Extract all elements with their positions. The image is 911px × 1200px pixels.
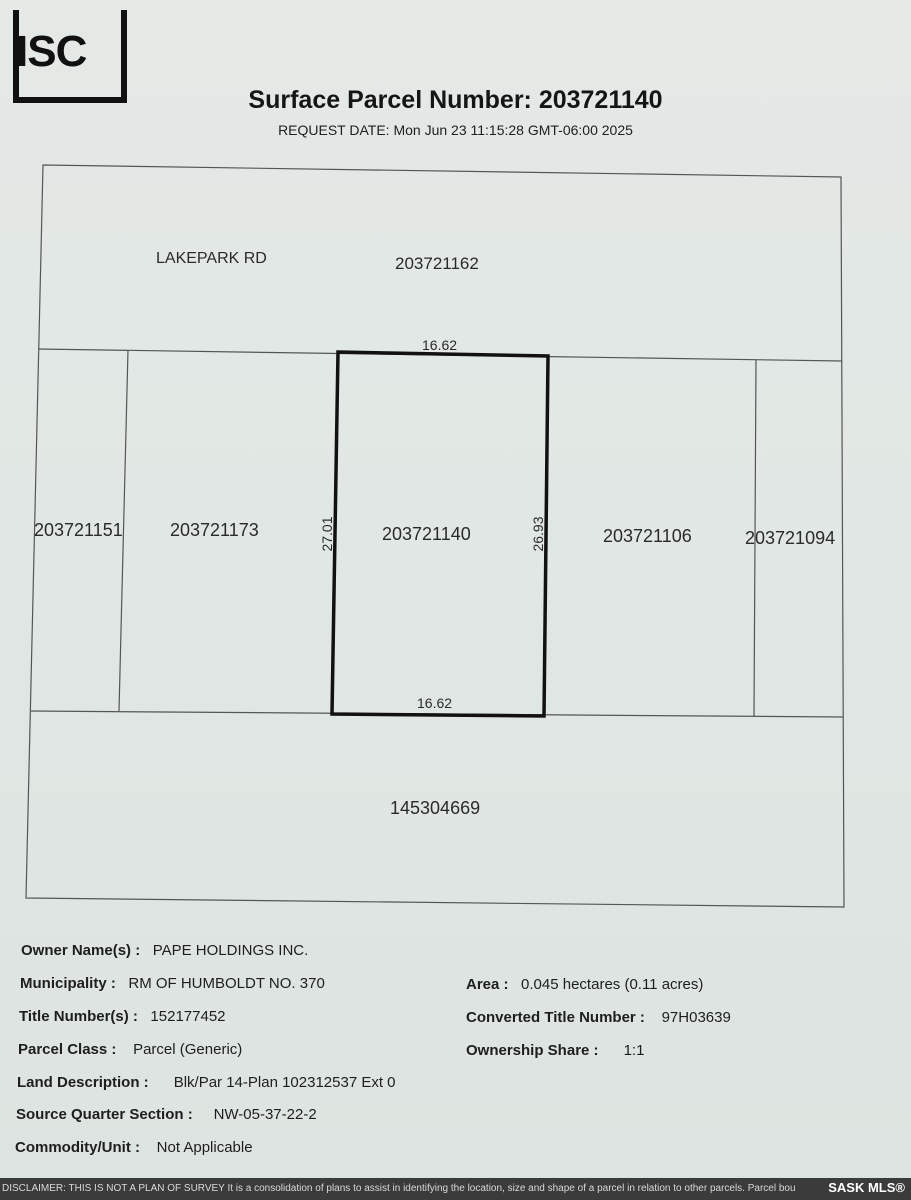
disclaimer-bar: DISCLAIMER: THIS IS NOT A PLAN OF SURVEY… [0,1178,911,1200]
title-number-value: 152177452 [150,1008,226,1025]
converted-title-label: Converted Title Number : [466,1009,645,1026]
municipality-row: Municipality : RM OF HUMBOLDT NO. 370 [20,975,325,992]
source-quarter-value: NW-05-37-22-2 [213,1106,317,1123]
title-number-label: Title Number(s) : [19,1008,138,1025]
parcel-north: 203721162 [395,254,479,273]
ownership-value: 1:1 [623,1042,645,1059]
area-row: Area : 0.045 hectares (0.11 acres) [466,976,703,993]
parcel-east: 203721106 [603,526,692,546]
ownership-row: Ownership Share : 1:1 [466,1042,644,1059]
municipality-value: RM OF HUMBOLDT NO. 370 [128,975,325,992]
logo-text: ISC [16,27,87,76]
dimension-left: 27.01 [319,516,335,552]
parcel-far-west: 203721151 [34,520,123,540]
isc-logo [12,4,128,103]
map-frame [25,164,845,908]
parcel-south: 145304669 [390,798,481,818]
parcel-west: 203721173 [170,520,259,540]
road-label: LAKEPARK RD [156,250,267,267]
land-description-value: Blk/Par 14-Plan 102312537 Ext 0 [173,1074,396,1091]
converted-title-row: Converted Title Number : 97H03639 [466,1009,731,1026]
owner-value: PAPE HOLDINGS INC. [152,942,309,959]
parcel-class-label: Parcel Class : [18,1041,117,1058]
land-description-row: Land Description : Blk/Par 14-Plan 10231… [17,1074,396,1091]
title-number-row: Title Number(s) : 152177452 [19,1008,226,1025]
lot-divider-2 [753,359,757,717]
mls-watermark: SASK MLS® [828,1180,905,1195]
commodity-label: Commodity/Unit : [15,1139,140,1156]
owner-row: Owner Name(s) : PAPE HOLDINGS INC. [21,942,308,959]
subject-parcel-outline [330,350,550,718]
source-quarter-row: Source Quarter Section : NW-05-37-22-2 [16,1106,317,1123]
page-title: Surface Parcel Number: 203721140 [248,86,663,114]
dimension-right: 26.93 [530,516,546,552]
area-label: Area : [466,976,509,993]
municipality-label: Municipality : [20,975,116,992]
parcel-far-east: 203721094 [745,528,836,548]
parcel-subject[interactable]: 203721140 [382,524,471,544]
parcel-class-row: Parcel Class : Parcel (Generic) [18,1041,242,1058]
dimension-top: 16.62 [422,337,458,353]
commodity-value: Not Applicable [156,1139,253,1156]
converted-title-value: 97H03639 [661,1009,731,1026]
owner-label: Owner Name(s) : [21,942,141,959]
land-description-label: Land Description : [17,1074,149,1091]
ownership-label: Ownership Share : [466,1042,599,1059]
area-value: 0.045 hectares (0.11 acres) [521,976,704,993]
source-quarter-label: Source Quarter Section : [16,1106,193,1123]
parcel-class-value: Parcel (Generic) [133,1041,243,1058]
dimension-bottom: 16.62 [417,695,453,711]
lot-divider-1 [118,349,129,712]
commodity-row: Commodity/Unit : Not Applicable [15,1139,253,1156]
request-date: REQUEST DATE: Mon Jun 23 11:15:28 GMT-06… [278,122,633,138]
